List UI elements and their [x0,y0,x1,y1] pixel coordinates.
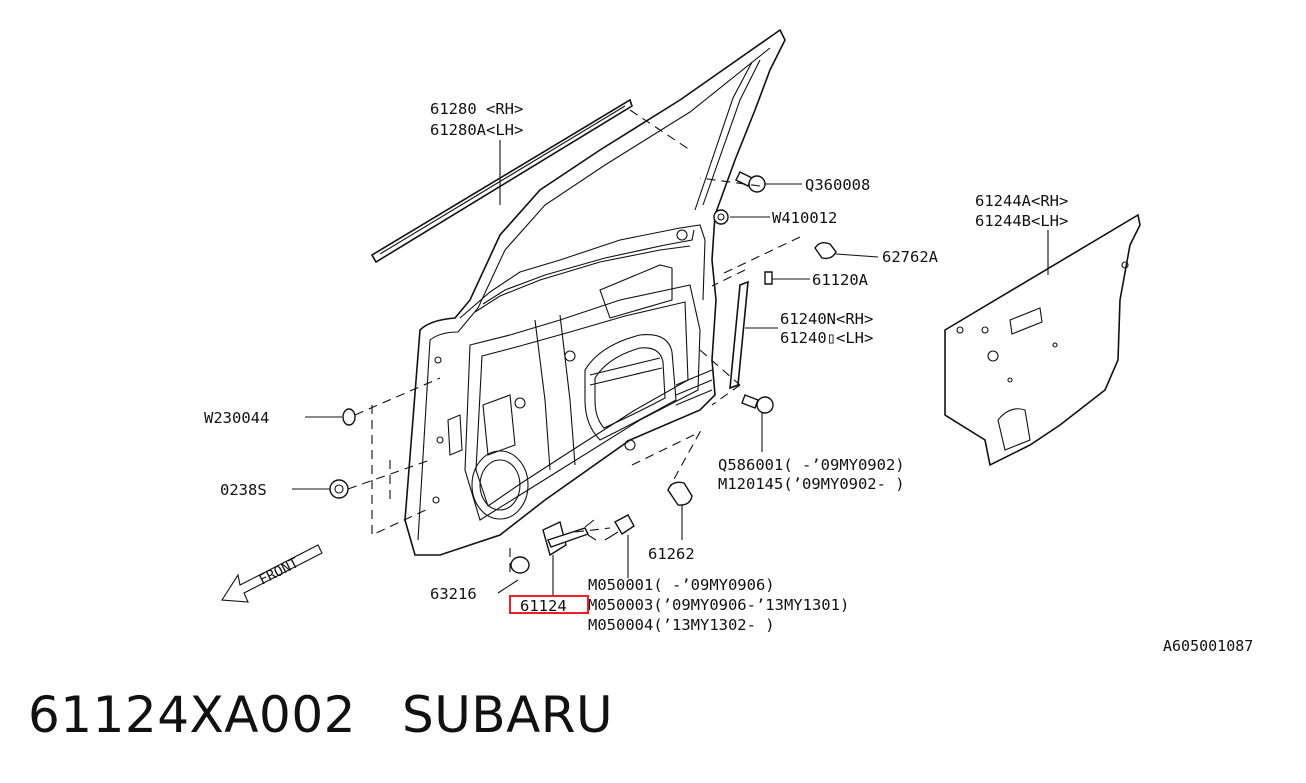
part-labels: 61280 <RH> 61280A<LH> Q360008 W410012 62… [204,100,1253,655]
fastener-parts [329,171,837,574]
label-0238s: 0238S [220,481,267,499]
label-61280a: 61280A<LH> [430,121,523,139]
trim-panel-61244 [944,213,1141,467]
highlight-box-61124[interactable] [509,595,589,614]
diagram-id: A605001087 [1163,637,1253,655]
weatherstrip-61280 [370,98,633,264]
label-61120a: 61120A [812,271,869,289]
part-caption: 61124XA002 SUBARU [28,686,613,744]
label-w410012: W410012 [772,209,837,227]
guide-61240 [729,280,749,390]
label-61240n: 61240N<RH> [780,310,873,328]
label-w230044: W230044 [204,409,269,427]
front-arrow: FRONT [221,544,323,603]
label-61244a: 61244A<RH> [975,192,1068,210]
label-q360008: Q360008 [805,176,870,194]
label-62762a: 62762A [882,248,939,266]
label-61244b: 61244B<LH> [975,212,1068,230]
parts-diagram: FRONT 61280 <RH> 61280A<LH> Q360008 W410… [204,28,1253,655]
front-label: FRONT [257,555,302,589]
door-frame [404,28,786,556]
label-m050004: M050004(’13MY1302- ) [588,616,775,634]
label-m120145: M120145(’09MY0902- ) [718,475,905,493]
leader-lines [292,109,1049,597]
label-q586001: Q586001( -’09MY0902) [718,456,905,474]
brand-name: SUBARU [401,686,614,744]
label-61262: 61262 [648,545,695,563]
label-63216: 63216 [430,585,477,603]
label-m050001: M050001( -’09MY0906) [588,576,775,594]
label-m050003: M050003(’09MY0906-’13MY1301) [588,596,849,614]
label-61280: 61280 <RH> [430,100,523,118]
label-61240o: 61240▯<LH> [780,329,873,347]
label-61124[interactable]: 61124 [520,597,567,615]
part-number: 61124XA002 [28,686,356,744]
